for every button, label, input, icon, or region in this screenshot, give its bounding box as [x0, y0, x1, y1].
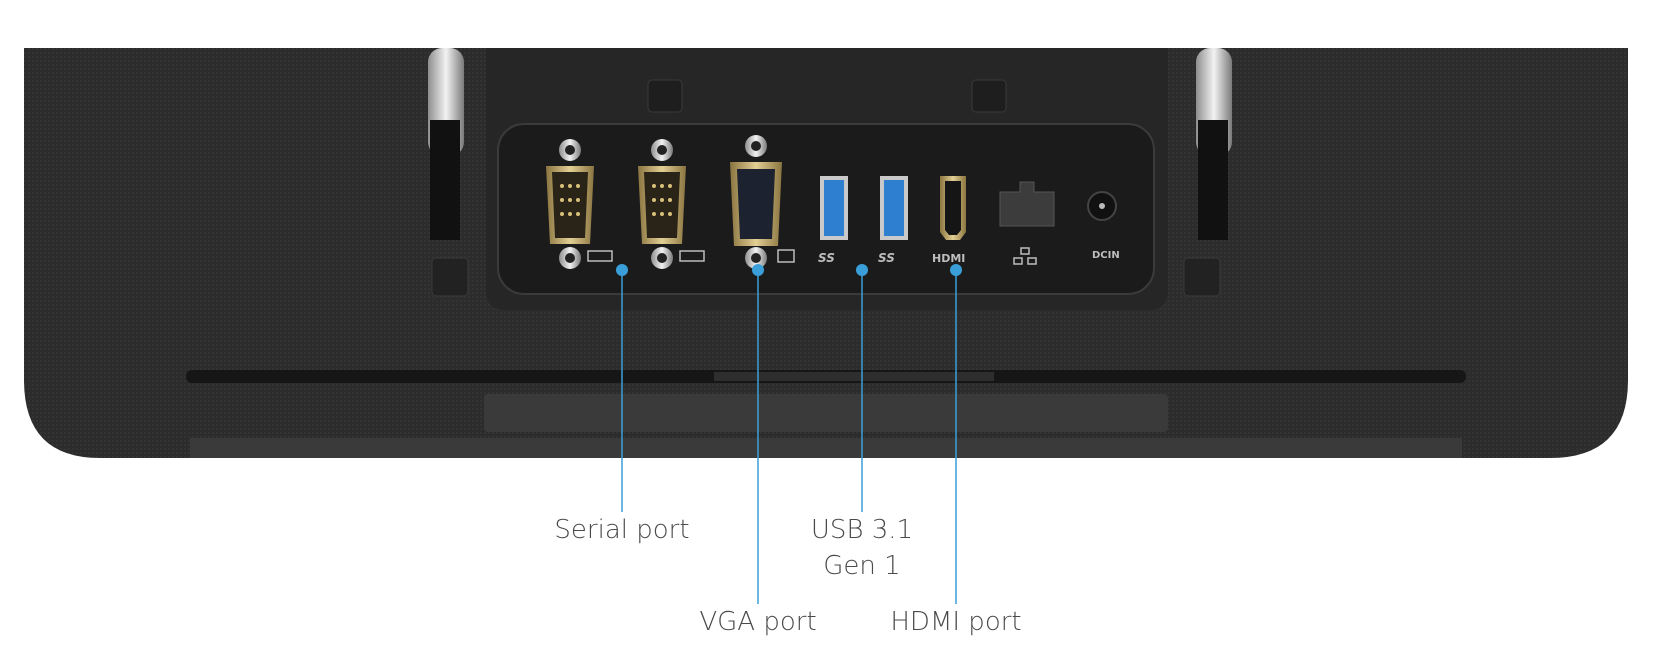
serial-icon: [587, 250, 613, 262]
label-vga-port: VGA port: [699, 607, 816, 637]
hdmi-mark: HDMI: [932, 252, 965, 265]
vent-grille: [714, 372, 994, 381]
label-hdmi-port: HDMI port: [890, 607, 1021, 637]
hdmi-port: [940, 176, 966, 240]
label-usb-line1: USB 3.1: [811, 515, 913, 545]
monitor-icon: [777, 249, 795, 263]
usb-port-2: [880, 176, 908, 240]
label-serial-port: Serial port: [554, 515, 689, 545]
bump: [647, 79, 683, 113]
callout-dots: [616, 264, 962, 276]
label-usb-line2: Gen 1: [823, 551, 900, 581]
lan-port: [999, 181, 1055, 227]
usb-port-1: [820, 176, 848, 240]
serial-port-1: [546, 139, 594, 269]
serial-port-2: [638, 139, 686, 269]
usb-mark-1: SS: [818, 251, 835, 265]
network-icon: [1013, 247, 1037, 265]
right-hinge: [1196, 48, 1232, 240]
usb-mark-2: SS: [878, 251, 895, 265]
serial-icon: [679, 250, 705, 262]
dcin-mark: DCIN: [1092, 250, 1120, 261]
vga-port: [730, 135, 782, 269]
bump: [971, 79, 1007, 113]
bump: [431, 257, 469, 297]
dc-in-port: [1087, 191, 1117, 221]
base-strip: [190, 438, 1462, 458]
chin-panel: [484, 394, 1168, 432]
bump: [1183, 257, 1221, 297]
left-hinge: [428, 48, 464, 240]
callout-lines: [621, 270, 957, 604]
